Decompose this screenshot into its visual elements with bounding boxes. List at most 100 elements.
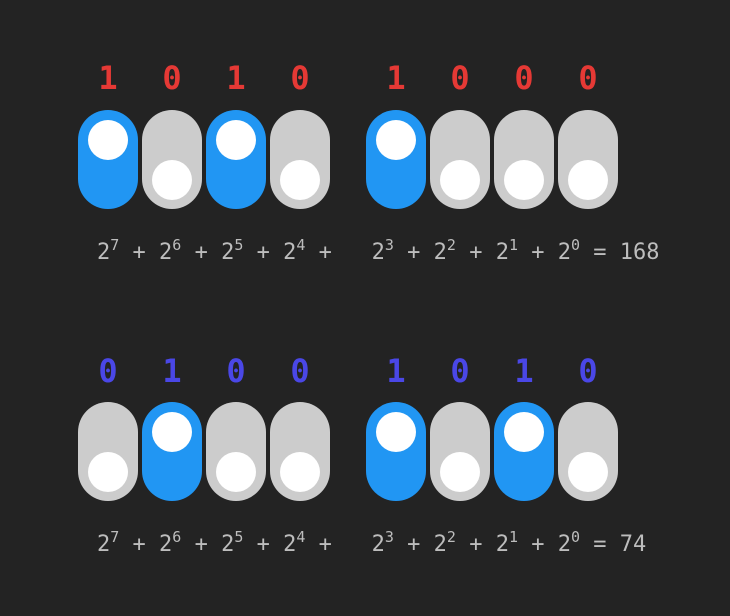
formula-base: 2 <box>495 532 509 557</box>
exponent: 7 <box>110 528 120 546</box>
toggle-switch[interactable] <box>270 110 330 209</box>
bit-label: 1 <box>226 59 246 97</box>
toggle-switch[interactable] <box>206 402 266 501</box>
formula-base: 2 <box>159 532 173 557</box>
exponent: 4 <box>296 528 306 546</box>
bit-label: 0 <box>290 352 310 390</box>
bit-label: 0 <box>578 352 598 390</box>
toggle-switch[interactable] <box>430 110 490 209</box>
bit-label: 0 <box>578 59 598 97</box>
decimal-result: 168 <box>619 240 660 265</box>
formula-base: 2 <box>557 532 571 557</box>
formula-base: 2 <box>97 240 111 265</box>
formula-base: 2 <box>433 240 447 265</box>
bit-label: 0 <box>450 352 470 390</box>
exponent: 6 <box>172 236 182 254</box>
switch-knob <box>376 412 416 452</box>
switch-knob <box>568 452 608 492</box>
formula-base: 2 <box>283 240 297 265</box>
binary-formula: 27 + 26 + 25 + 24 + 23 + 22 + 21 + 20 = … <box>97 530 646 560</box>
toggle-switch[interactable] <box>78 402 138 501</box>
exponent: 1 <box>508 528 518 546</box>
switch-knob <box>440 160 480 200</box>
plus-sign: + <box>256 532 270 557</box>
toggle-switch[interactable] <box>494 110 554 209</box>
switch-knob <box>440 452 480 492</box>
switch-knob <box>376 120 416 160</box>
exponent: 2 <box>446 236 456 254</box>
exponent: 3 <box>384 236 394 254</box>
exponent: 7 <box>110 236 120 254</box>
bit-label: 1 <box>98 59 118 97</box>
switch-knob <box>88 120 128 160</box>
exponent: 5 <box>234 528 244 546</box>
plus-sign: + <box>318 240 332 265</box>
formula-base: 2 <box>221 240 235 265</box>
bit-label: 1 <box>386 352 406 390</box>
formula-base: 2 <box>97 532 111 557</box>
exponent: 6 <box>172 528 182 546</box>
toggle-switch[interactable] <box>558 110 618 209</box>
formula-base: 2 <box>221 532 235 557</box>
plus-sign: + <box>194 532 208 557</box>
exponent: 4 <box>296 236 306 254</box>
toggle-switch[interactable] <box>206 110 266 209</box>
switch-knob <box>568 160 608 200</box>
bit-label: 1 <box>514 352 534 390</box>
plus-sign: + <box>407 240 421 265</box>
switch-knob <box>152 412 192 452</box>
plus-sign: + <box>132 240 146 265</box>
plus-sign: + <box>256 240 270 265</box>
formula-base: 2 <box>283 532 297 557</box>
toggle-switch[interactable] <box>78 110 138 209</box>
formula-base: 2 <box>371 532 385 557</box>
plus-sign: + <box>194 240 208 265</box>
equals-sign: = <box>593 240 607 265</box>
exponent: 2 <box>446 528 456 546</box>
bit-label: 0 <box>514 59 534 97</box>
toggle-switch[interactable] <box>558 402 618 501</box>
plus-sign: + <box>469 240 483 265</box>
switch-knob <box>504 412 544 452</box>
plus-sign: + <box>531 240 545 265</box>
toggle-switch[interactable] <box>142 402 202 501</box>
exponent: 5 <box>234 236 244 254</box>
bit-label: 0 <box>450 59 470 97</box>
formula-base: 2 <box>433 532 447 557</box>
bit-label: 1 <box>162 352 182 390</box>
toggle-switch[interactable] <box>142 110 202 209</box>
exponent: 3 <box>384 528 394 546</box>
equals-sign: = <box>593 532 607 557</box>
plus-sign: + <box>469 532 483 557</box>
formula-base: 2 <box>371 240 385 265</box>
toggle-switch[interactable] <box>430 402 490 501</box>
decimal-result: 74 <box>619 532 647 557</box>
bit-label: 0 <box>98 352 118 390</box>
formula-base: 2 <box>557 240 571 265</box>
plus-sign: + <box>318 532 332 557</box>
toggle-switch[interactable] <box>366 402 426 501</box>
switch-knob <box>216 120 256 160</box>
plus-sign: + <box>531 532 545 557</box>
toggle-switch[interactable] <box>270 402 330 501</box>
toggle-switch[interactable] <box>366 110 426 209</box>
switch-knob <box>280 160 320 200</box>
bit-label: 0 <box>290 59 310 97</box>
formula-base: 2 <box>159 240 173 265</box>
bit-label: 1 <box>386 59 406 97</box>
plus-sign: + <box>132 532 146 557</box>
switch-knob <box>216 452 256 492</box>
binary-formula: 27 + 26 + 25 + 24 + 23 + 22 + 21 + 20 = … <box>97 238 660 268</box>
bit-label: 0 <box>226 352 246 390</box>
switch-knob <box>280 452 320 492</box>
toggle-switch[interactable] <box>494 402 554 501</box>
switch-knob <box>88 452 128 492</box>
switch-knob <box>152 160 192 200</box>
exponent: 0 <box>570 528 580 546</box>
formula-base: 2 <box>495 240 509 265</box>
plus-sign: + <box>407 532 421 557</box>
exponent: 0 <box>570 236 580 254</box>
bit-label: 0 <box>162 59 182 97</box>
exponent: 1 <box>508 236 518 254</box>
switch-knob <box>504 160 544 200</box>
